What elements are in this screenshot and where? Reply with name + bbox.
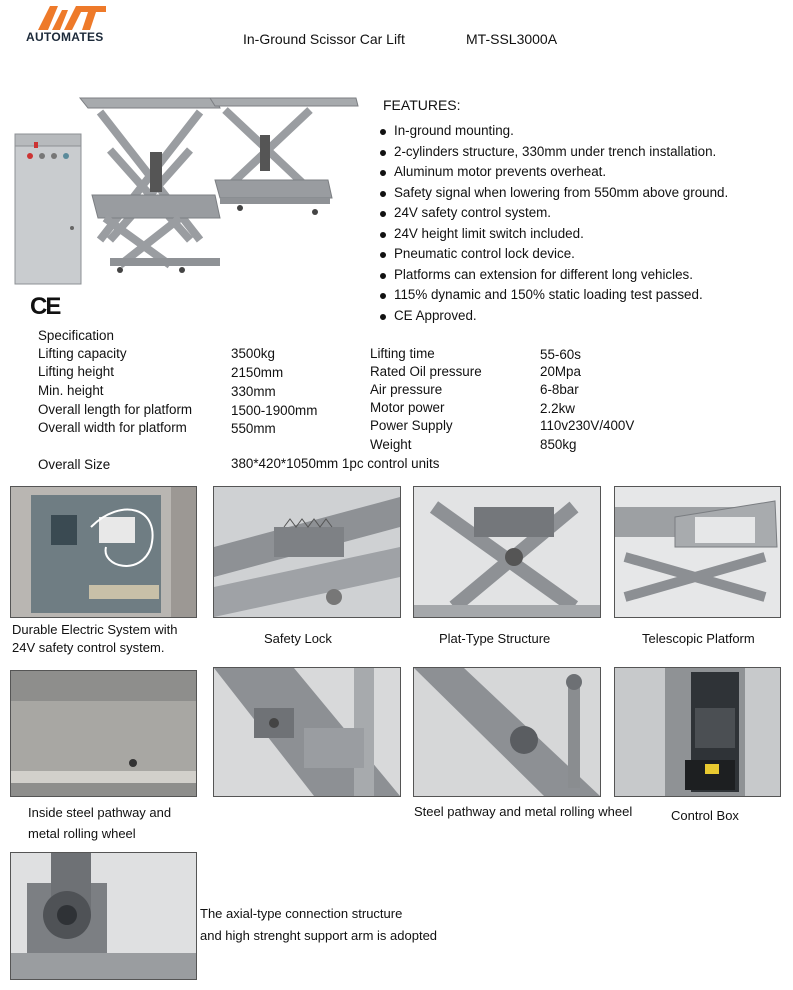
plat-type-structure-photo: [413, 486, 601, 618]
spec-value: 55-60s: [540, 347, 581, 362]
feature-item: In-ground mounting.: [380, 121, 728, 142]
spec-value: 850kg: [540, 437, 577, 452]
spec-value: 3500kg: [231, 346, 275, 361]
feature-item: Aluminum motor prevents overheat.: [380, 162, 728, 183]
feature-item: CE Approved.: [380, 306, 728, 327]
safety-lock-photo: [213, 486, 401, 618]
pathway-detail-photo: [213, 667, 401, 797]
spec-heading: Specification: [38, 328, 114, 343]
feature-item: Platforms can extension for different lo…: [380, 265, 728, 286]
spec-label: Lifting capacity: [38, 346, 127, 361]
feature-item: 2-cylinders structure, 330mm under trenc…: [380, 142, 728, 163]
spec-value: 110v230V/400V: [540, 418, 635, 433]
caption-inside-pathway-line2: metal rolling wheel: [28, 826, 136, 841]
caption-telescopic: Telescopic Platform: [642, 631, 755, 646]
spec-value: 380*420*1050mm 1pc control units: [231, 456, 440, 471]
spec-label: Overall width for platform: [38, 420, 187, 435]
spec-label: Lifting time: [370, 346, 435, 361]
spec-label: Motor power: [370, 400, 445, 415]
spec-label: Rated Oil pressure: [370, 364, 482, 379]
page-title: In-Ground Scissor Car Lift: [243, 31, 405, 47]
spec-label: Overall length for platform: [38, 402, 193, 417]
telescopic-platform-photo: [614, 486, 781, 618]
spec-label: Min. height: [38, 383, 104, 398]
caption-control-box: Control Box: [671, 808, 739, 823]
steel-pathway-photo: [413, 667, 601, 797]
feature-item: 115% dynamic and 150% static loading tes…: [380, 285, 728, 306]
caption-safety-lock: Safety Lock: [264, 631, 332, 646]
spec-label: Weight: [370, 437, 412, 452]
scissor-lift-product-image: [14, 97, 359, 285]
feature-item: 24V safety control system.: [380, 203, 728, 224]
caption-plat-type: Plat-Type Structure: [439, 631, 551, 646]
control-box-photo: [614, 667, 781, 797]
brand-name: AUTOMATES: [26, 30, 104, 44]
spec-value: 1500-1900mm: [231, 403, 318, 418]
spec-value: 330mm: [231, 384, 276, 399]
features-heading: FEATURES:: [383, 97, 461, 113]
spec-value: 20Mpa: [540, 364, 581, 379]
caption-steel-pathway: Steel pathway and metal rolling wheel: [414, 804, 633, 819]
axial-connection-photo: [10, 852, 197, 980]
ce-mark: CE: [30, 293, 61, 320]
features-list: In-ground mounting. 2-cylinders structur…: [380, 121, 728, 326]
caption-axial-line1: The axial-type connection structure: [200, 906, 403, 921]
inside-steel-pathway-photo: [10, 670, 197, 797]
feature-item: Pneumatic control lock device.: [380, 244, 728, 265]
spec-label: Power Supply: [370, 418, 453, 433]
spec-value: 550mm: [231, 421, 276, 436]
caption-electric-line2: 24V safety control system.: [12, 640, 165, 655]
model-number: MT-SSL3000A: [466, 31, 558, 47]
spec-value: 6-8bar: [540, 382, 579, 397]
automates-logo-icon: [38, 6, 106, 30]
spec-value: 2150mm: [231, 365, 284, 380]
spec-label: Air pressure: [370, 382, 443, 397]
caption-electric-line1: Durable Electric System with: [12, 622, 178, 637]
feature-item: 24V height limit switch included.: [380, 224, 728, 245]
caption-inside-pathway-line1: Inside steel pathway and: [28, 805, 172, 820]
feature-item: Safety signal when lowering from 550mm a…: [380, 183, 728, 204]
spec-label: Lifting height: [38, 364, 114, 379]
electric-system-photo: [10, 486, 197, 618]
caption-axial-line2: and high strenght support arm is adopted: [200, 928, 438, 943]
spec-value: 2.2kw: [540, 401, 575, 416]
spec-label: Overall Size: [38, 457, 111, 472]
